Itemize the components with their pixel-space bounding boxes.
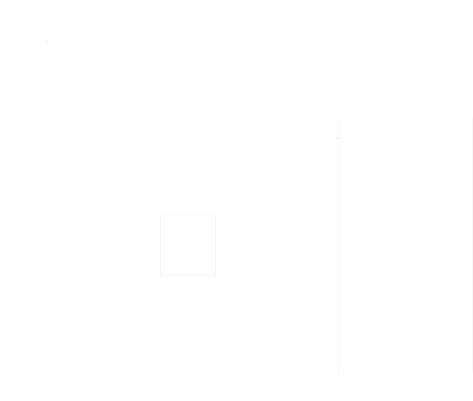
- faint-mark: [450, 119, 452, 121]
- faint-mark: [46, 41, 48, 43]
- faint-mark: [186, 116, 188, 118]
- faint-mark: [336, 137, 338, 139]
- faint-panel-outline: [160, 214, 216, 276]
- vertical-divider: [338, 118, 339, 373]
